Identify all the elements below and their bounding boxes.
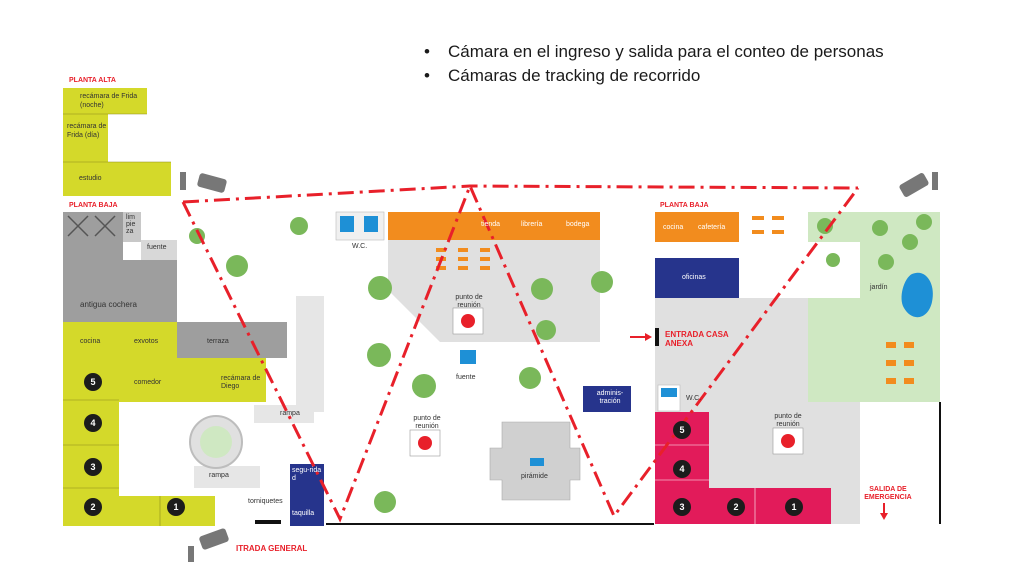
room-jardin: jardín	[870, 284, 888, 291]
salida-emergencia-label: SALIDA DE EMERGENCIA	[864, 486, 912, 501]
room-terraza: terraza	[207, 338, 229, 345]
room-exvotos: exvotos	[134, 338, 159, 345]
room-recamara-diego: recámara de Diego	[221, 375, 261, 390]
security-cameras	[180, 172, 938, 562]
meeting-point-2-label: punto de reunión	[413, 415, 441, 430]
meeting-point-3-label: punto de reunión	[774, 413, 802, 428]
torniquetes-label: torniquetes	[248, 498, 283, 505]
room-administracion: adminis-tración	[596, 390, 624, 405]
room-piramide: pirámide	[521, 473, 548, 480]
garden-plants	[189, 214, 932, 513]
meeting-point-1-label: punto de reunión	[455, 294, 483, 309]
entrada-casa-anexa-label: ENTRADA CASA ANEXA	[665, 330, 729, 348]
rampa-label-1: rampa	[280, 410, 300, 417]
room-bodega: bodega	[566, 221, 590, 228]
bullet-item-entry-camera: Cámara en el ingreso y salida para el co…	[422, 40, 884, 64]
room-libreria: librería	[521, 221, 543, 228]
room-recamara-frida-noche: recámara de Frida (noche)	[80, 93, 138, 109]
room-number-2-left: 2	[84, 498, 102, 516]
planta-alta-block	[63, 88, 171, 196]
room-number-1-right: 1	[785, 498, 803, 516]
room-fuente-center: fuente	[456, 374, 476, 381]
planta-baja-left-title: PLANTA BAJA	[69, 202, 118, 209]
rampa-label-2: rampa	[209, 472, 229, 479]
room-taquilla: taquilla	[292, 510, 315, 517]
center-block	[326, 211, 654, 525]
room-estudio: estudio	[79, 175, 102, 182]
room-antigua-cochera: antigua cochera	[80, 300, 137, 309]
bullet-list: Cámara en el ingreso y salida para el co…	[422, 40, 884, 88]
room-number-4-right: 4	[673, 460, 691, 478]
room-number-3-left: 3	[84, 458, 102, 476]
room-recamara-frida-dia: recámara de Frida (día)	[67, 123, 107, 139]
room-oficinas: oficinas	[682, 274, 706, 281]
planta-alta-title: PLANTA ALTA	[69, 77, 116, 84]
room-number-5-left: 5	[84, 373, 102, 391]
room-number-1-left: 1	[167, 498, 185, 516]
wc-label-center: W.C.	[352, 243, 368, 250]
room-cocina-right: cocina	[663, 224, 684, 231]
entrada-general-label: ITRADA GENERAL	[236, 544, 308, 553]
room-number-2-right: 2	[727, 498, 745, 516]
room-cafeteria: cafetería	[698, 224, 726, 231]
planta-baja-right-block	[630, 212, 941, 524]
room-cocina-left: cocina	[80, 338, 101, 345]
room-number-5-right: 5	[673, 421, 691, 439]
room-fuente-left: fuente	[147, 244, 167, 251]
tracking-path	[181, 182, 860, 523]
room-number-3-right: 3	[673, 498, 691, 516]
room-tienda: tienda	[481, 221, 501, 228]
planta-baja-left-block	[63, 212, 324, 526]
room-number-4-left: 4	[84, 414, 102, 432]
room-seguridad: segu-ridad	[292, 467, 322, 482]
bullet-item-tracking-cameras: Cámaras de tracking de recorrido	[422, 64, 884, 88]
wc-label-right: W.C.	[686, 395, 702, 402]
room-limpieza: limpieza	[126, 214, 136, 235]
room-comedor: comedor	[134, 379, 162, 386]
planta-baja-right-title: PLANTA BAJA	[660, 202, 709, 209]
